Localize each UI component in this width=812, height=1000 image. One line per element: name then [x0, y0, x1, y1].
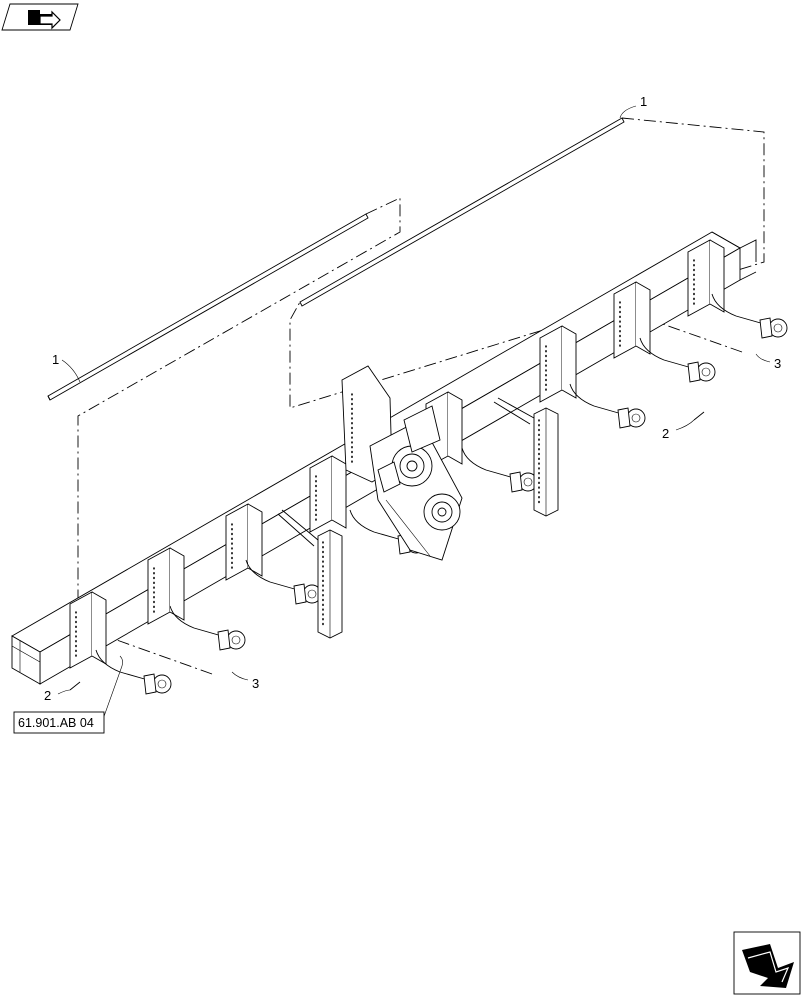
pin-left [69, 681, 81, 691]
callout-3-left: 3 [252, 676, 259, 691]
support-legs [277, 397, 559, 639]
leader-lines [57, 105, 771, 723]
center-hitch-assembly [341, 365, 463, 561]
callout-1-right: 1 [640, 94, 647, 109]
next-page-arrow-icon[interactable] [733, 931, 801, 995]
pin-right [693, 411, 705, 421]
strip-left [47, 213, 369, 401]
callout-2-left: 2 [44, 688, 51, 703]
callout-1-left: 1 [52, 352, 59, 367]
reference-suffix: 04 [76, 716, 93, 730]
cross-reference-link[interactable]: 61.901.AB 04 [13, 711, 105, 734]
reference-prefix: 61.901. [18, 716, 60, 730]
callout-3-right: 3 [774, 356, 781, 371]
strip-right [299, 117, 625, 307]
reference-mid: AB [60, 716, 77, 730]
svg-text:61.901.AB 04: 61.901.AB 04 [18, 716, 94, 730]
callout-2-right: 2 [662, 426, 669, 441]
folder-arrow-icon[interactable] [1, 3, 79, 31]
